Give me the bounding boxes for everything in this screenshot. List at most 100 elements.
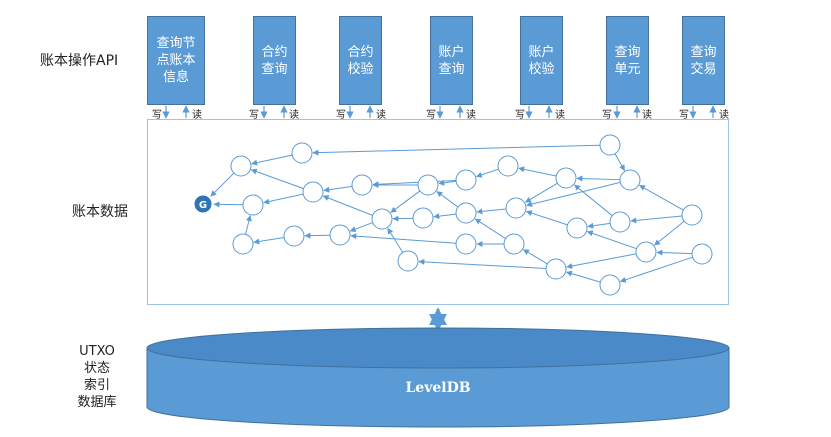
api-box-contract-verify: 合约 校验: [339, 16, 382, 105]
dag-node: [635, 241, 657, 263]
dag-edge: [323, 185, 353, 193]
write-label: 写: [336, 110, 346, 121]
write-label: 写: [679, 110, 689, 121]
dag-node: [599, 134, 621, 156]
dag-node: [545, 258, 567, 280]
write-label: 写: [152, 110, 162, 121]
dag-edge: [614, 153, 625, 171]
dag-edge: [656, 249, 693, 256]
dag-edge: [565, 270, 601, 283]
api-box-contract-query: 合约 查询: [253, 16, 296, 105]
dag-edge: [263, 193, 304, 205]
dag-edge: [349, 222, 373, 232]
ledger-row-label: 账本数据: [72, 204, 128, 220]
database-row-label: UTXO 状态 索引 数据库: [72, 343, 122, 411]
dag-node: [599, 274, 621, 296]
dag-edge: [438, 179, 457, 186]
dag-edge: [253, 237, 285, 245]
write-label: 写: [515, 110, 525, 121]
dag-edge: [312, 144, 601, 156]
dag-node: [609, 211, 631, 233]
dag-node: [291, 142, 313, 164]
dag-node: [417, 174, 439, 196]
dag-node: [242, 194, 264, 216]
dag-node: [619, 169, 641, 191]
dag-node: [455, 233, 477, 255]
db-label-line: UTXO: [79, 344, 115, 359]
dag-edge: [213, 201, 244, 208]
read-label: 读: [555, 110, 565, 121]
dag-edge: [654, 220, 685, 246]
api-box-label: 查询 交易: [690, 44, 717, 77]
dag-edge: [350, 233, 457, 244]
dag-edge: [518, 166, 557, 177]
dag-node: [455, 202, 477, 224]
dag-edge: [474, 218, 506, 239]
read-label: 读: [719, 110, 729, 121]
db-label-line: 数据库: [77, 395, 117, 410]
dag-edge: [476, 208, 507, 215]
api-box-label: 查询 单元: [614, 44, 641, 77]
dag-edge: [524, 182, 558, 203]
api-box-label: 合约 校验: [347, 44, 374, 77]
dag-node: [230, 155, 252, 177]
dag-edge: [436, 191, 459, 208]
dag-node: [283, 225, 305, 247]
dag-edge: [566, 253, 637, 269]
write-label: 写: [249, 110, 259, 121]
dag-edge: [576, 175, 621, 182]
api-box-query-transaction: 查询 交易: [682, 16, 725, 105]
genesis-label: G: [199, 200, 207, 211]
api-box-label: 查询节 点账本 信息: [156, 36, 196, 85]
dag-node: [497, 155, 519, 177]
read-label: 读: [376, 110, 386, 121]
dag-edge: [526, 181, 621, 208]
dag-edge: [433, 213, 457, 220]
dag-node: [455, 169, 477, 191]
dag-node: [505, 197, 527, 219]
dag-edge: [586, 230, 637, 250]
dag-edge: [475, 168, 499, 178]
leveldb-cylinder: [146, 327, 730, 428]
dag-edge: [250, 168, 304, 190]
dag-edge: [387, 227, 404, 253]
dag-edge: [525, 210, 568, 226]
leveldb-label: LevelDB: [405, 380, 471, 396]
dag-node: [412, 207, 434, 229]
read-label: 读: [466, 110, 476, 121]
write-label: 写: [426, 110, 436, 121]
dag-edge: [574, 184, 613, 217]
dag-node: [351, 174, 373, 196]
read-label: 读: [642, 110, 652, 121]
cylinder-body: [146, 348, 730, 428]
api-box-query-unit: 查询 单元: [606, 16, 649, 105]
dag-node: [681, 204, 703, 226]
dag-node: [555, 167, 577, 189]
write-label: 写: [602, 110, 612, 121]
dag-edge: [304, 232, 331, 239]
api-box-account-query: 账户 查询: [430, 16, 473, 105]
api-row-label: 账本操作API: [40, 53, 119, 69]
dag-edge: [587, 222, 611, 229]
dag-edge: [390, 190, 421, 213]
read-label: 读: [289, 110, 299, 121]
genesis-node: [194, 195, 212, 213]
dag-node: [503, 233, 525, 255]
api-box-node-ledger-info: 查询节 点账本 信息: [147, 16, 205, 105]
db-label-line: 状态: [83, 361, 110, 376]
api-box-label: 账户 查询: [438, 44, 465, 77]
dag-node: [232, 233, 254, 255]
dag-edge: [418, 258, 547, 269]
dag-edge: [251, 154, 293, 166]
api-box-label: 合约 查询: [261, 44, 288, 77]
dag-node: [371, 208, 393, 230]
db-label-line: 索引: [83, 378, 110, 393]
dag-edge: [210, 172, 235, 197]
dag-edges: [210, 144, 693, 283]
dag-node: [566, 217, 588, 239]
dag-node: [302, 181, 324, 203]
read-label: 读: [192, 110, 202, 121]
dag-nodes: [230, 134, 713, 296]
api-box-label: 账户 校验: [528, 44, 555, 77]
